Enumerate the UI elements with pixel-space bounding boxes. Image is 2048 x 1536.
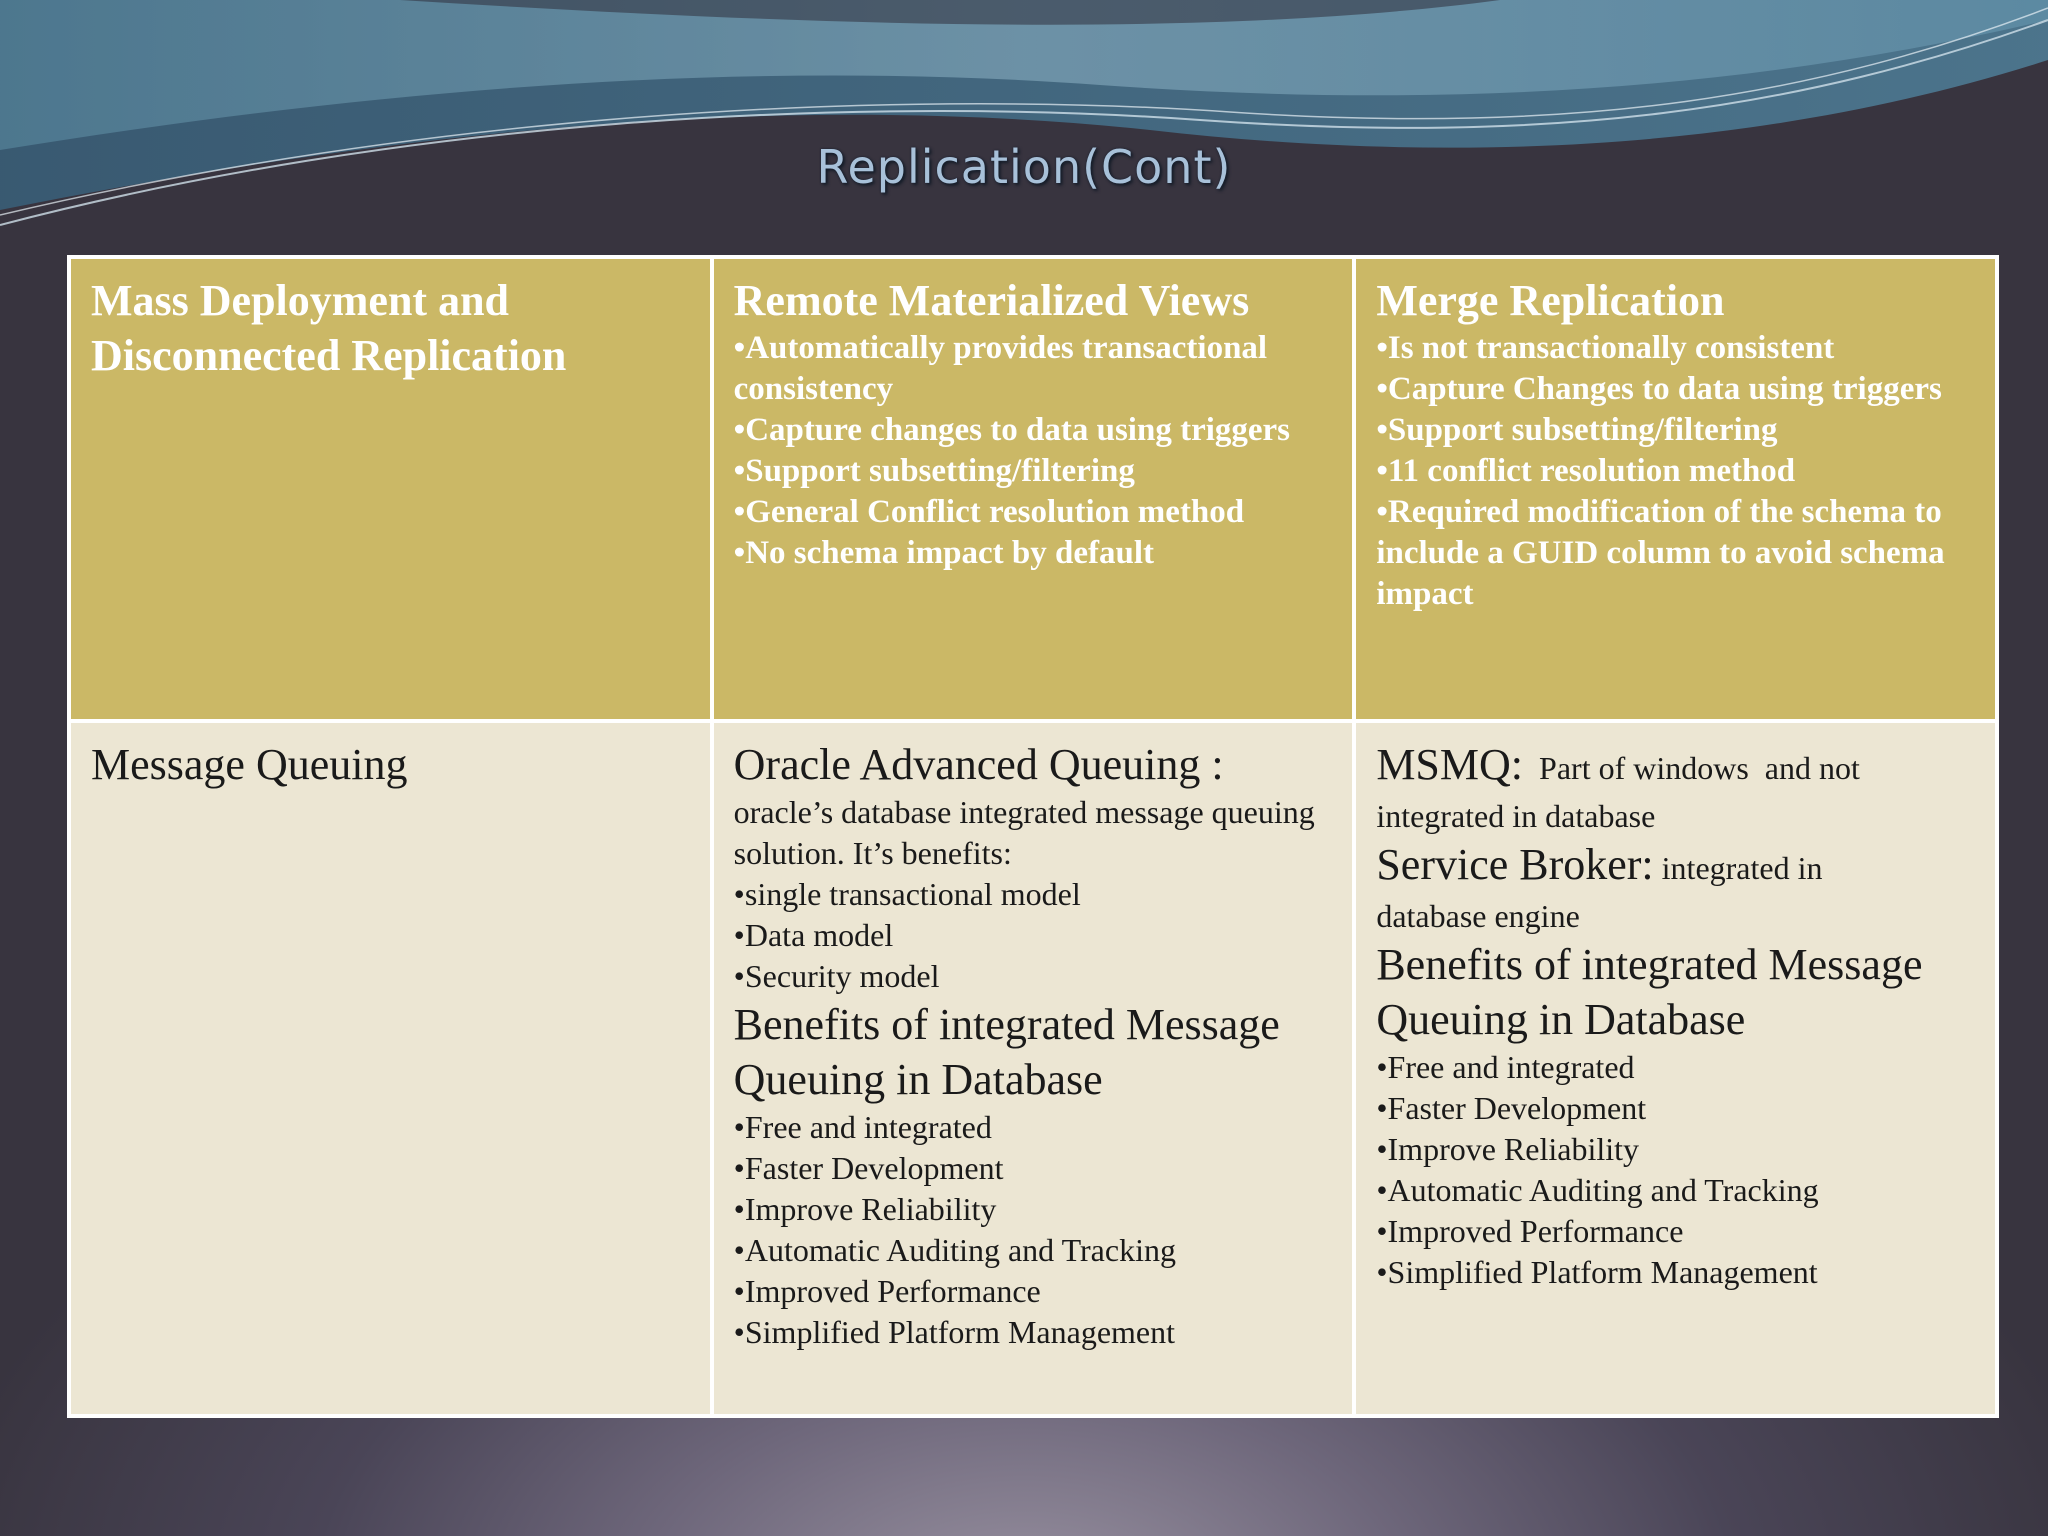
msmq-text: Part of windows and not (1523, 750, 1860, 786)
list-item: •Capture changes to data using triggers (733, 412, 1291, 448)
cell-title-line1: Mass Deployment and (91, 276, 510, 325)
list-item: •single transactional model (733, 876, 1081, 912)
list-item: •Support subsetting/filtering (733, 453, 1135, 489)
cell-msmq-service-broker: MSMQ: Part of windows and not integrated… (1352, 719, 1999, 1418)
list-item: •Improve Reliability (733, 1191, 997, 1227)
list-item: •Capture Changes to data using triggers (1376, 371, 1942, 407)
list-item: •General Conflict resolution method (733, 494, 1245, 530)
comparison-table: Mass Deployment and Disconnected Replica… (67, 255, 1999, 1418)
list-item: •Faster Development (733, 1150, 1004, 1186)
list-item: •Required modification of the schema to … (1376, 494, 1945, 612)
list-item: •Faster Development (1376, 1090, 1647, 1126)
service-broker-text-cont: database engine (1376, 898, 1580, 934)
slide-title: Replication(Cont) (816, 140, 1232, 194)
background-waves (0, 0, 2048, 226)
cell-mass-deployment: Mass Deployment and Disconnected Replica… (67, 255, 714, 723)
service-broker-line: Service Broker: integrated in (1376, 837, 1975, 896)
list-item: •Data model (733, 917, 894, 953)
msmq-label: MSMQ: (1376, 740, 1524, 789)
cell-subheading: Benefits of integrated Message Queuing i… (733, 1000, 1280, 1104)
benefit-list: •single transactional model •Data model … (734, 874, 1333, 997)
list-item: •Security model (733, 958, 940, 994)
cell-merge-replication: Merge Replication •Is not transactionall… (1352, 255, 1999, 723)
feature-list: •Automatically provides transactional co… (734, 328, 1333, 574)
feature-list: •Free and integrated •Faster Development… (734, 1107, 1333, 1353)
msmq-text-cont: integrated in database (1376, 798, 1656, 834)
body-row: Message Queuing Oracle Advanced Queuing … (67, 719, 1999, 1418)
list-item: •Improved Performance (733, 1273, 1041, 1309)
list-item: •Simplified Platform Management (1376, 1254, 1818, 1290)
feature-list: •Is not transactionally consistent •Capt… (1376, 328, 1975, 615)
msmq-line: MSMQ: Part of windows and not (1376, 737, 1975, 796)
cell-title-line2: Disconnected Replication (91, 331, 567, 380)
service-broker-label: Service Broker: (1376, 840, 1654, 889)
cell-title: Message Queuing (91, 740, 408, 789)
list-item: •Automatic Auditing and Tracking (1376, 1172, 1819, 1208)
list-item: •11 conflict resolution method (1376, 453, 1796, 489)
cell-heading: Oracle Advanced Queuing : (733, 740, 1224, 789)
list-item: •Is not transactionally consistent (1376, 330, 1835, 366)
cell-remote-materialized-views: Remote Materialized Views •Automatically… (709, 255, 1357, 723)
list-item: •Automatic Auditing and Tracking (733, 1232, 1176, 1268)
service-broker-text: integrated in (1653, 850, 1823, 886)
list-item: •Free and integrated (733, 1109, 992, 1145)
header-row: Mass Deployment and Disconnected Replica… (67, 255, 1999, 723)
list-item: •Improved Performance (1376, 1213, 1684, 1249)
feature-list: •Free and integrated •Faster Development… (1376, 1047, 1975, 1293)
cell-title: Remote Materialized Views (733, 276, 1250, 325)
cell-description: oracle’s database integrated message que… (733, 794, 1315, 871)
cell-oracle-advanced-queuing: Oracle Advanced Queuing : oracle’s datab… (709, 719, 1357, 1418)
list-item: •No schema impact by default (733, 535, 1155, 571)
list-item: •Simplified Platform Management (733, 1314, 1175, 1350)
cell-message-queuing: Message Queuing (67, 719, 714, 1418)
list-item: •Improve Reliability (1376, 1131, 1640, 1167)
list-item: •Free and integrated (1376, 1049, 1635, 1085)
list-item: •Automatically provides transactional co… (733, 330, 1268, 407)
list-item: •Support subsetting/filtering (1376, 412, 1778, 448)
cell-title: Merge Replication (1376, 276, 1725, 325)
cell-subheading: Benefits of integrated Message Queuing i… (1376, 940, 1923, 1044)
